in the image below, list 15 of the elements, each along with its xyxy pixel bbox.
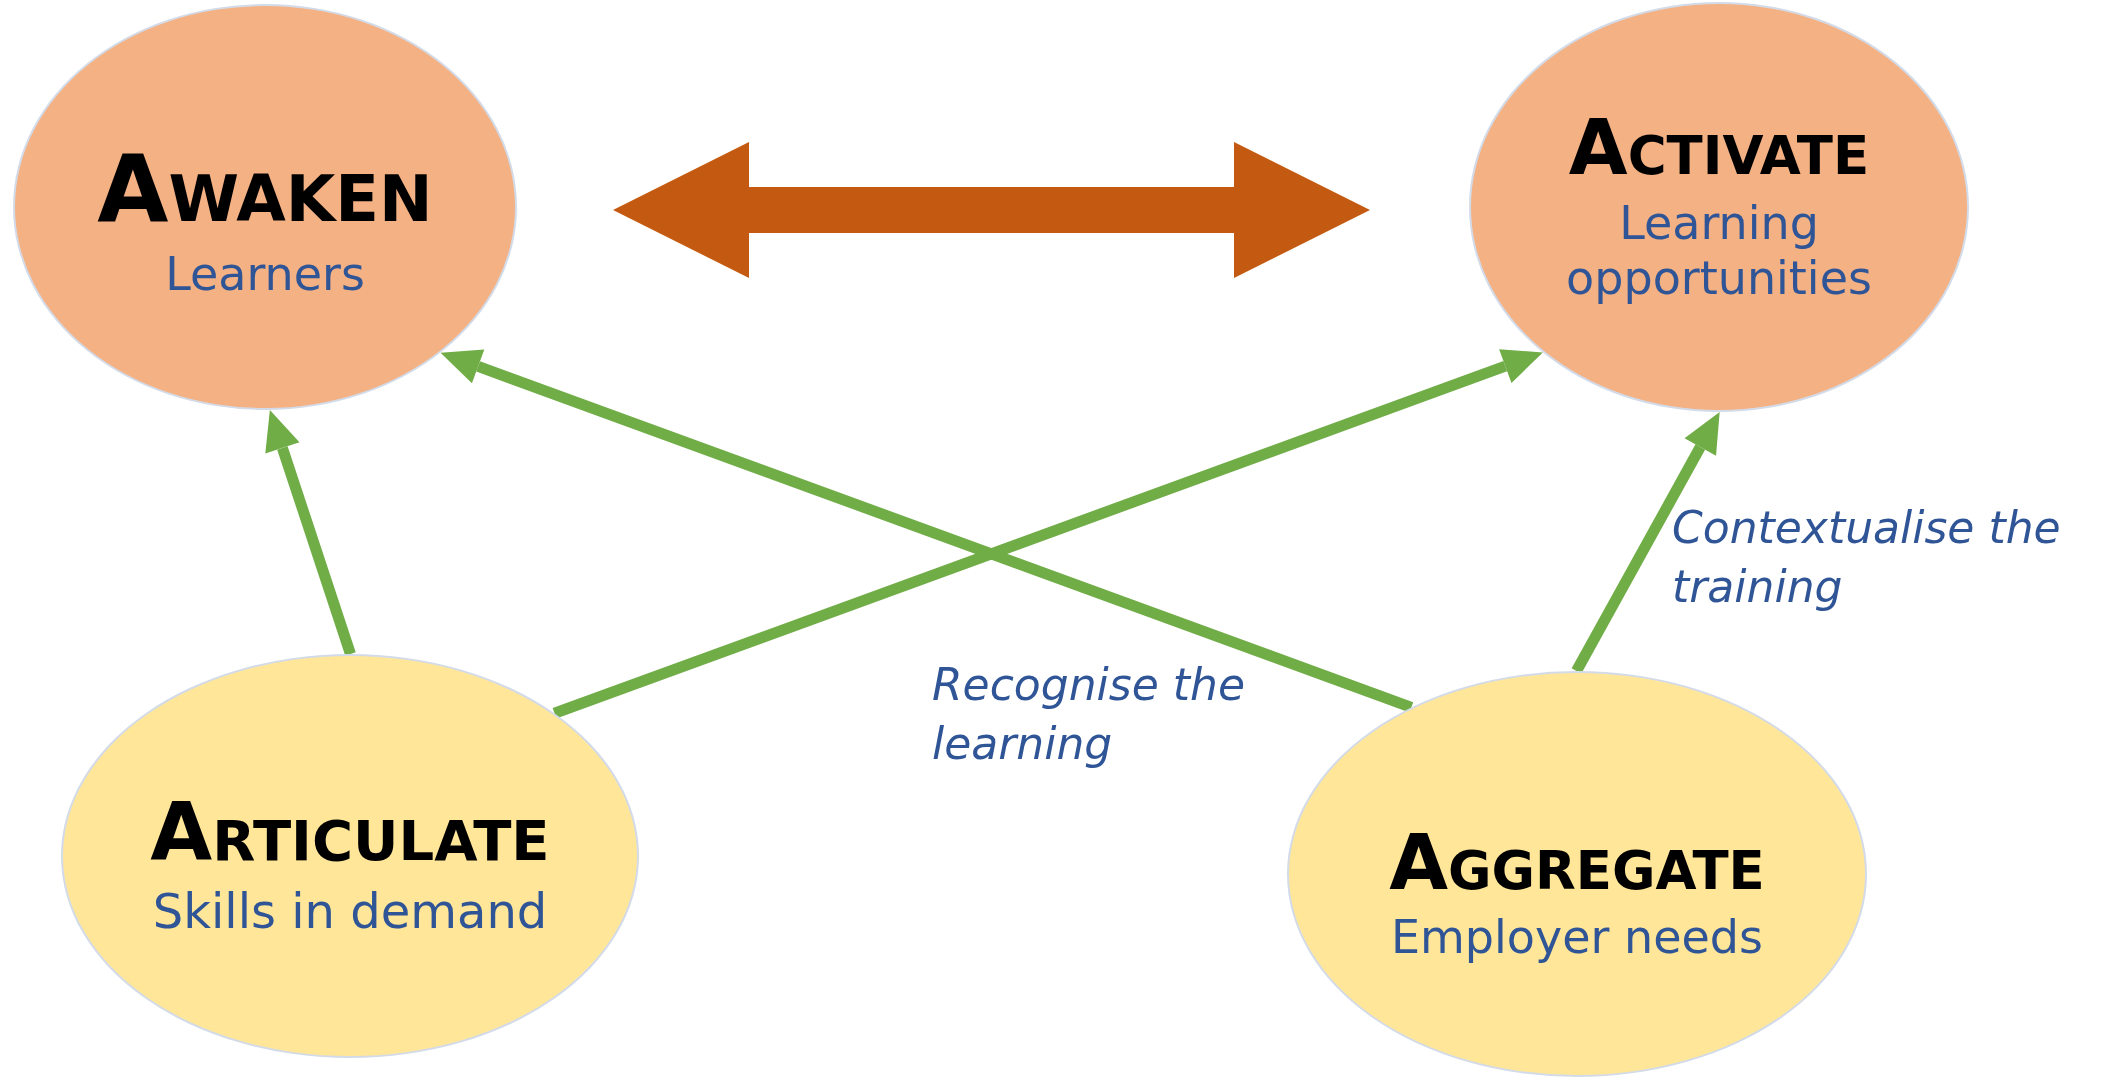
arrow (552, 349, 1543, 719)
node-title: Activate (1568, 107, 1870, 188)
node-subtitle: Skills in demand (152, 883, 548, 941)
node-subtitle: Learning opportunities (1565, 195, 1873, 307)
arrow (265, 409, 356, 656)
arrow (440, 349, 1414, 713)
node-title: Articulate (150, 791, 550, 876)
arrow (1571, 412, 1720, 674)
edge-label: Recognise the learning (932, 658, 1246, 772)
node-subtitle: Employer needs (1391, 910, 1763, 966)
node-title: Aggregate (1389, 822, 1765, 903)
edge-label: Contextualise the training (1672, 501, 2062, 615)
node-subtitle: Learners (165, 246, 365, 302)
node-title: Awaken (97, 142, 433, 239)
double-arrow (613, 142, 1370, 278)
